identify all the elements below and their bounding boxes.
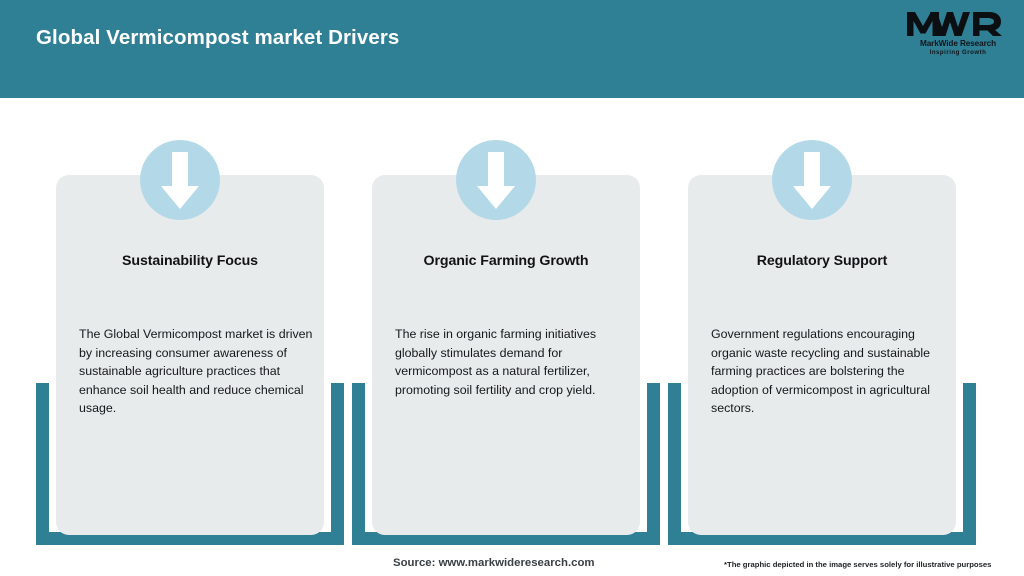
card-teal-frame [352,383,660,545]
card-body-text: Government regulations encouraging organ… [711,327,931,416]
down-arrow-icon [456,140,536,220]
card-teal-frame [668,383,976,545]
frame-right-bar [963,383,976,545]
card-panel: Organic Farming Growth The rise in organ… [372,175,640,535]
card-panel: Regulatory Support Government regulation… [688,175,956,535]
mwr-logo-mark [907,12,1002,36]
frame-left-bar [668,383,681,545]
frame-bottom-bar [352,532,660,545]
driver-card-2[interactable]: Organic Farming Growth The rise in organ… [352,0,660,576]
frame-right-bar [647,383,660,545]
frame-bottom-bar [36,532,344,545]
frame-left-bar [352,383,365,545]
driver-card-3[interactable]: Regulatory Support Government regulation… [668,0,976,576]
frame-right-bar [331,383,344,545]
card-teal-frame [36,383,344,545]
frame-left-bar [36,383,49,545]
markwide-research-logo: MarkWide Research Inspiring Growth [906,9,1010,63]
card-title: Sustainability Focus [122,253,258,269]
page-title: Global Vermicompost market Drivers [36,26,400,49]
logo-company-name: MarkWide Research [919,39,997,48]
card-title: Organic Farming Growth [423,253,589,269]
frame-bottom-bar [668,532,976,545]
card-title: Regulatory Support [756,253,888,269]
card-body-text: The rise in organic farming initiatives … [395,327,597,397]
illustrative-purposes-disclaimer: *The graphic depicted in the image serve… [724,560,992,569]
driver-card-1[interactable]: Sustainability Focus The Global Vermicom… [36,0,344,576]
source-attribution: Source: www.markwideresearch.com [393,557,595,569]
down-arrow-icon [772,140,852,220]
card-panel: Sustainability Focus The Global Vermicom… [56,175,324,535]
card-body-text: The Global Vermicompost market is driven… [79,327,313,416]
page-header: Global Vermicompost market Drivers MarkW… [0,0,1024,98]
logo-tagline: Inspiring Growth [929,48,987,56]
down-arrow-icon [140,140,220,220]
